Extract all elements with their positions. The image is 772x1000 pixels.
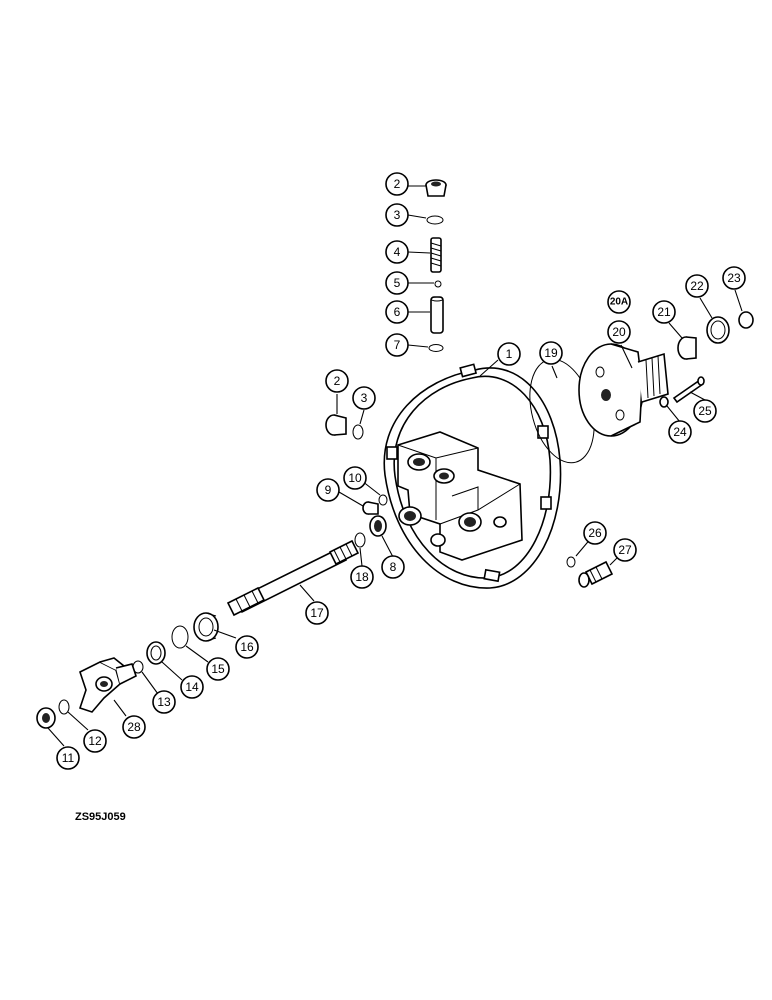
callout-label: 19 xyxy=(544,346,558,360)
callout-label: 26 xyxy=(588,526,602,540)
callout-22: 22 xyxy=(685,274,709,298)
part-nut xyxy=(36,707,56,729)
callout-20a: 20A xyxy=(607,290,631,314)
callout-label: 5 xyxy=(394,276,401,290)
callout-label: 10 xyxy=(348,471,362,485)
part-plug-top xyxy=(425,179,447,197)
part-bearing-16 xyxy=(193,612,219,642)
part-spring xyxy=(430,237,442,273)
callout-label: 16 xyxy=(240,640,254,654)
callout-20: 20 xyxy=(607,320,631,344)
callout-15: 15 xyxy=(206,657,230,681)
callout-label: 21 xyxy=(657,305,671,319)
part-seal-14 xyxy=(146,641,166,665)
callout-10: 10 xyxy=(343,466,367,490)
callout-13: 13 xyxy=(152,690,176,714)
callout-3-top: 3 xyxy=(385,203,409,227)
callout-label: 20 xyxy=(612,325,626,339)
callout-label: 11 xyxy=(62,751,75,765)
part-plug-side xyxy=(325,414,347,436)
callout-6: 6 xyxy=(385,300,409,324)
callout-label: 1 xyxy=(506,347,513,361)
callout-24: 24 xyxy=(668,420,692,444)
callout-label: 3 xyxy=(394,208,401,222)
callout-18: 18 xyxy=(350,565,374,589)
callout-21: 21 xyxy=(652,300,676,324)
part-fitting-9 xyxy=(362,501,379,515)
part-oring-10 xyxy=(378,494,388,506)
callout-label: 2 xyxy=(334,374,341,388)
callout-label: 22 xyxy=(690,279,704,293)
callout-17: 17 xyxy=(305,601,329,625)
callout-label: 24 xyxy=(673,425,687,439)
callout-label: 2 xyxy=(394,177,401,191)
callout-label: 27 xyxy=(618,543,632,557)
callout-26: 26 xyxy=(583,521,607,545)
callout-25: 25 xyxy=(693,399,717,423)
part-oring-top xyxy=(426,215,444,225)
callout-label: 9 xyxy=(325,483,332,497)
callout-label: 17 xyxy=(310,606,324,620)
leader-lines xyxy=(47,185,743,747)
callout-7: 7 xyxy=(385,333,409,357)
part-pump-housing xyxy=(578,343,669,437)
callout-14: 14 xyxy=(180,675,204,699)
callout-1: 1 xyxy=(497,342,521,366)
callout-9: 9 xyxy=(316,478,340,502)
callout-label: 14 xyxy=(185,680,199,694)
part-snap-ring xyxy=(171,625,189,649)
part-piston xyxy=(430,296,444,334)
callout-28: 28 xyxy=(122,715,146,739)
part-oring-26 xyxy=(566,556,576,568)
callout-label: 13 xyxy=(157,695,171,709)
part-fitting-27 xyxy=(578,560,614,588)
callout-label: 7 xyxy=(394,338,401,352)
callout-11: 11 xyxy=(56,746,80,770)
figure-id: ZS95J059 xyxy=(75,811,126,823)
callout-12: 12 xyxy=(83,729,107,753)
callout-19: 19 xyxy=(539,341,563,365)
callout-label: 25 xyxy=(698,404,712,418)
callout-label: 28 xyxy=(127,720,141,734)
callout-label: 3 xyxy=(361,391,368,405)
callout-label: 15 xyxy=(211,662,225,676)
part-oring-lower xyxy=(428,344,444,352)
callout-label: 4 xyxy=(394,245,401,259)
part-oring-side xyxy=(352,424,364,440)
part-seal-8 xyxy=(369,515,387,537)
callout-label: 20A xyxy=(610,297,628,308)
callout-4: 4 xyxy=(385,240,409,264)
part-yoke xyxy=(78,657,137,713)
callout-8: 8 xyxy=(381,555,405,579)
part-shaft xyxy=(226,539,360,617)
callout-2-side: 2 xyxy=(325,369,349,393)
callout-label: 8 xyxy=(390,560,397,574)
part-oring-18 xyxy=(354,532,366,548)
part-ball xyxy=(434,280,442,288)
part-ring-23 xyxy=(738,311,754,329)
part-bushing-21 xyxy=(677,336,697,360)
part-bolt-25 xyxy=(672,376,705,404)
part-bearing-22 xyxy=(706,316,730,344)
callout-16: 16 xyxy=(235,635,259,659)
callout-23: 23 xyxy=(722,266,746,290)
callout-27: 27 xyxy=(613,538,637,562)
callout-label: 6 xyxy=(394,305,401,319)
part-washer-12 xyxy=(58,699,70,715)
part-washer-24 xyxy=(659,396,669,408)
callout-3-side: 3 xyxy=(352,386,376,410)
part-valve-body xyxy=(397,431,523,561)
callout-label: 23 xyxy=(727,271,741,285)
callout-5: 5 xyxy=(385,271,409,295)
callout-2-top: 2 xyxy=(385,172,409,196)
callout-label: 18 xyxy=(355,570,369,584)
callout-label: 12 xyxy=(88,734,102,748)
